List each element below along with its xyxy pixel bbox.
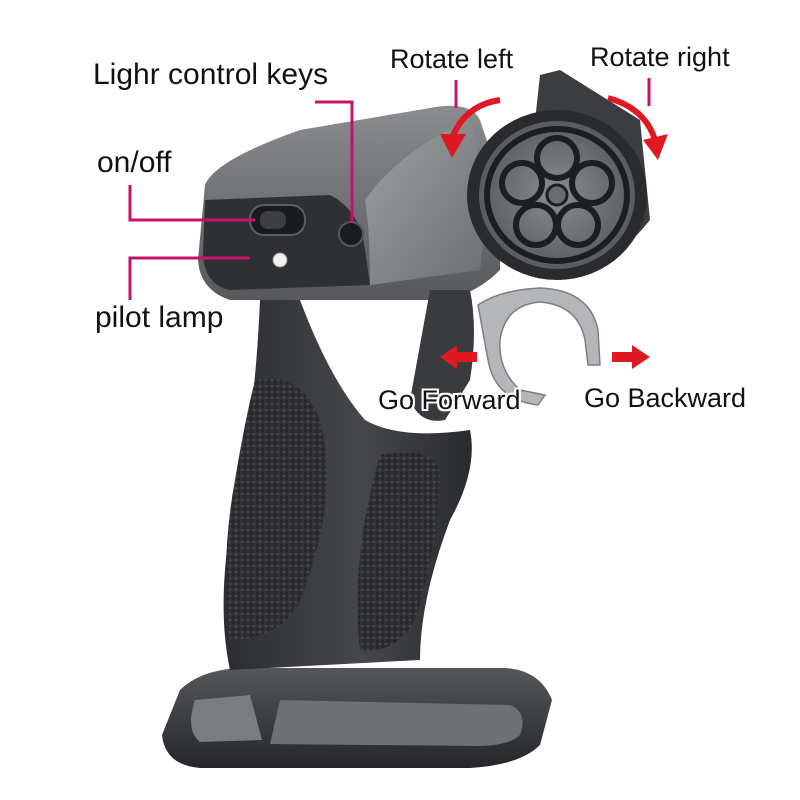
steering-wheel <box>467 70 650 280</box>
controller-head <box>198 105 500 421</box>
rotate-right-arrow <box>607 95 668 160</box>
label-light-control-keys: Lighr control keys <box>93 58 329 91</box>
leader-lines <box>128 78 651 300</box>
leader-line-light-keys <box>315 100 354 222</box>
go-forward-arrow <box>440 345 477 369</box>
controller-base <box>162 668 552 768</box>
label-go-backward: Go Backward <box>584 383 747 413</box>
go-backward-arrow <box>612 345 650 369</box>
throttle-trigger <box>477 287 601 406</box>
label-go-forward: Go Forward <box>378 385 521 415</box>
label-rotate-right: Rotate right <box>590 42 730 72</box>
controller-grip <box>223 300 472 670</box>
rotate-left-arrow <box>440 97 501 158</box>
leader-line-pilot-lamp <box>128 256 250 300</box>
label-pilot-lamp: pilot lamp <box>95 301 224 334</box>
leader-line-on-off <box>128 185 255 222</box>
pilot-lamp-indicator <box>272 252 288 268</box>
on-off-switch <box>249 204 306 236</box>
light-control-key <box>338 221 364 247</box>
label-rotate-left: Rotate left <box>390 44 514 74</box>
label-on-off: on/off <box>97 146 172 179</box>
